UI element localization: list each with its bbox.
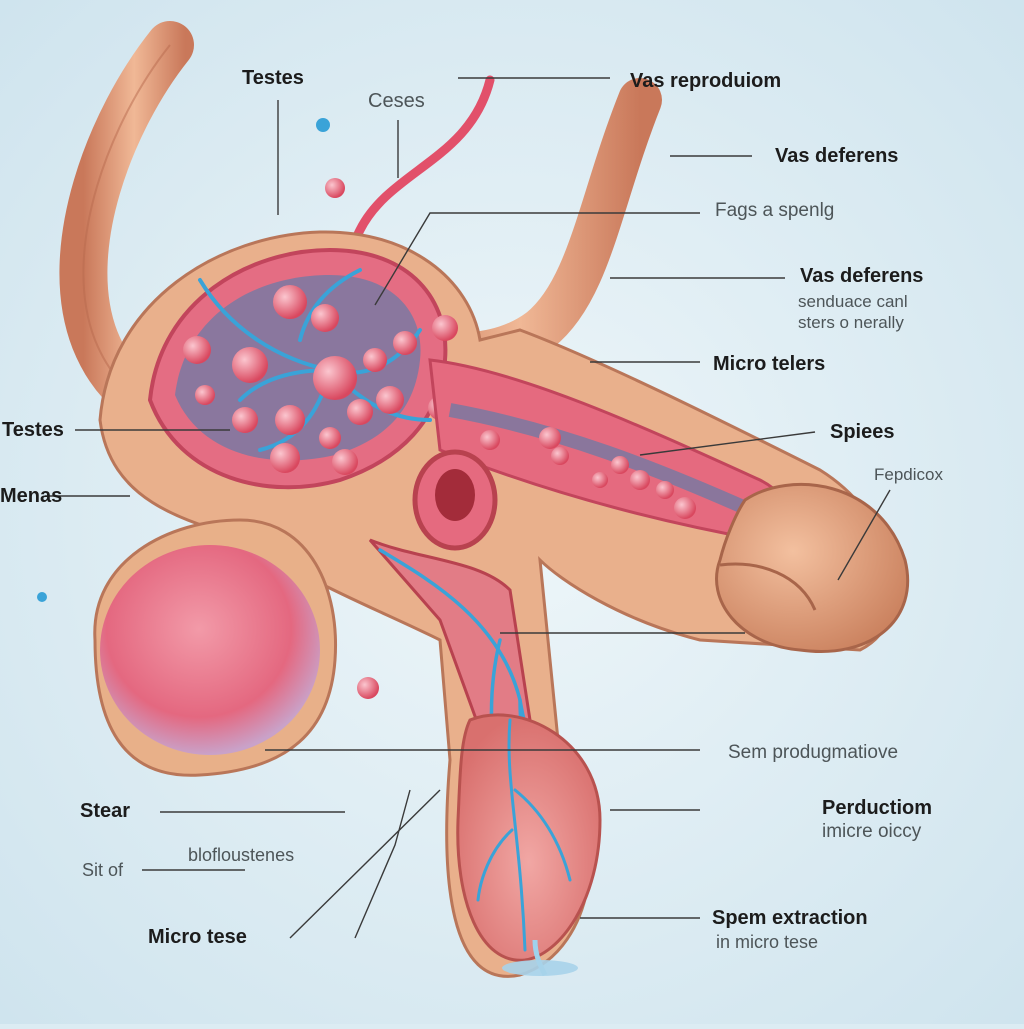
label-fepdicox: Fepdicox xyxy=(874,465,943,484)
droplet xyxy=(325,178,345,198)
label-sit-of: Sit of xyxy=(82,860,124,880)
label-micro-tese: Micro tese xyxy=(148,926,247,948)
label-vas-deferens-1: Vas deferens xyxy=(775,145,899,167)
label-imicre-oiccy: imicre oiccy xyxy=(822,821,922,842)
label-sendance-canal: senduace canl xyxy=(798,292,908,311)
label-in-micro-tese: in micro tese xyxy=(716,932,819,952)
lower-sac xyxy=(456,713,602,962)
lower-duct xyxy=(368,538,532,732)
label-fags-a-spenig: Fags a spenlg xyxy=(715,200,835,221)
label-sters-o-nerally: sters o nerally xyxy=(798,313,904,332)
leader-lines xyxy=(45,77,891,939)
label-perductiom: Perductiom xyxy=(822,797,933,819)
cells xyxy=(183,285,458,475)
label-spiees: Spiees xyxy=(830,421,895,443)
droplet xyxy=(37,592,47,602)
droplet xyxy=(316,118,330,132)
label-stear: Stear xyxy=(80,800,131,822)
testis xyxy=(100,545,320,755)
label-micro-telers: Micro telers xyxy=(713,353,826,375)
glans xyxy=(715,483,910,653)
label-ceses: Ceses xyxy=(368,90,425,112)
label-blofloustenes: blofloustenes xyxy=(188,845,295,865)
shaft-cells xyxy=(480,427,696,519)
label-menas: Menas xyxy=(0,485,63,507)
label-vas-reproduiom: Vas reproduiom xyxy=(630,70,782,92)
label-testes-left: Testes xyxy=(2,419,64,441)
label-testes-top: Testes xyxy=(242,67,304,89)
droplet xyxy=(357,677,379,699)
label-vas-deferens-2: Vas deferens xyxy=(800,265,924,287)
label-sem-produgmatiove: Sem produgmatiove xyxy=(728,742,899,763)
label-spem-extraction: Spem extraction xyxy=(712,907,868,929)
pool xyxy=(502,960,578,976)
